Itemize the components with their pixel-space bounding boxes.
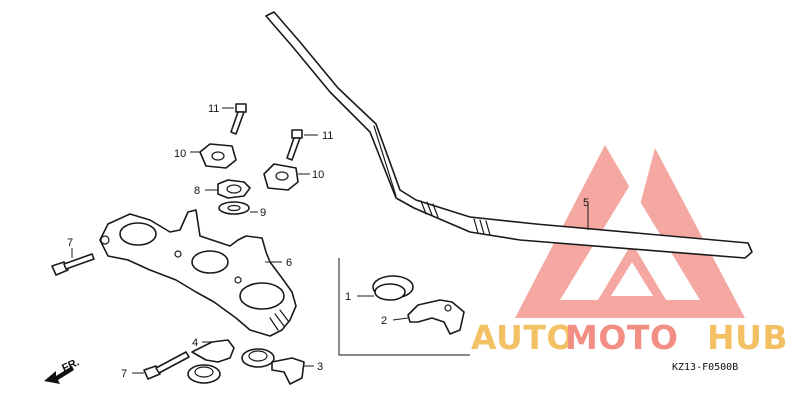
part-7-bolt-left [51,248,95,276]
callout-1: 1 [345,291,351,303]
part-1-bush [357,275,414,301]
part-2-bracket [392,299,465,335]
callout-3: 3 [317,361,323,373]
part-8-nut [205,179,251,199]
callout-6: 6 [286,257,292,269]
watermark-wordmark: AUTO MOTO HUB [471,318,788,357]
part-7-bolt-lower [132,351,190,380]
callout-10-right: 10 [312,169,324,181]
part-4-holder [187,339,235,384]
callout-10-left: 10 [174,148,186,160]
part-9-washer [218,201,258,215]
callout-11-left: 11 [208,103,219,115]
callout-9: 9 [260,207,266,219]
callout-7-lower: 7 [121,368,127,380]
part-10-upper-holder-left [190,143,237,169]
callout-4: 4 [192,337,198,349]
watermark-word-auto: AUTO [471,318,575,357]
callout-5: 5 [583,197,589,209]
part-11-bolt-left [222,103,247,135]
watermark-word-hub: HUB [707,318,788,357]
part-6-top-bridge [99,209,297,337]
direction-label: FR. [60,356,81,374]
callout-8: 8 [194,185,200,197]
callout-11-right: 11 [322,130,333,142]
diagram-code: KZ13-F0500B [672,362,738,373]
callout-2: 2 [381,315,387,327]
callout-7-left: 7 [67,237,73,249]
part-3-holder [241,348,314,385]
part-10-upper-holder-right [263,163,310,191]
part-11-bolt-right [286,129,318,161]
handlebar [265,11,753,259]
watermark-word-moto: MOTO [565,318,678,357]
detail-frame [338,258,470,356]
front-direction-arrow: FR. [44,356,81,384]
